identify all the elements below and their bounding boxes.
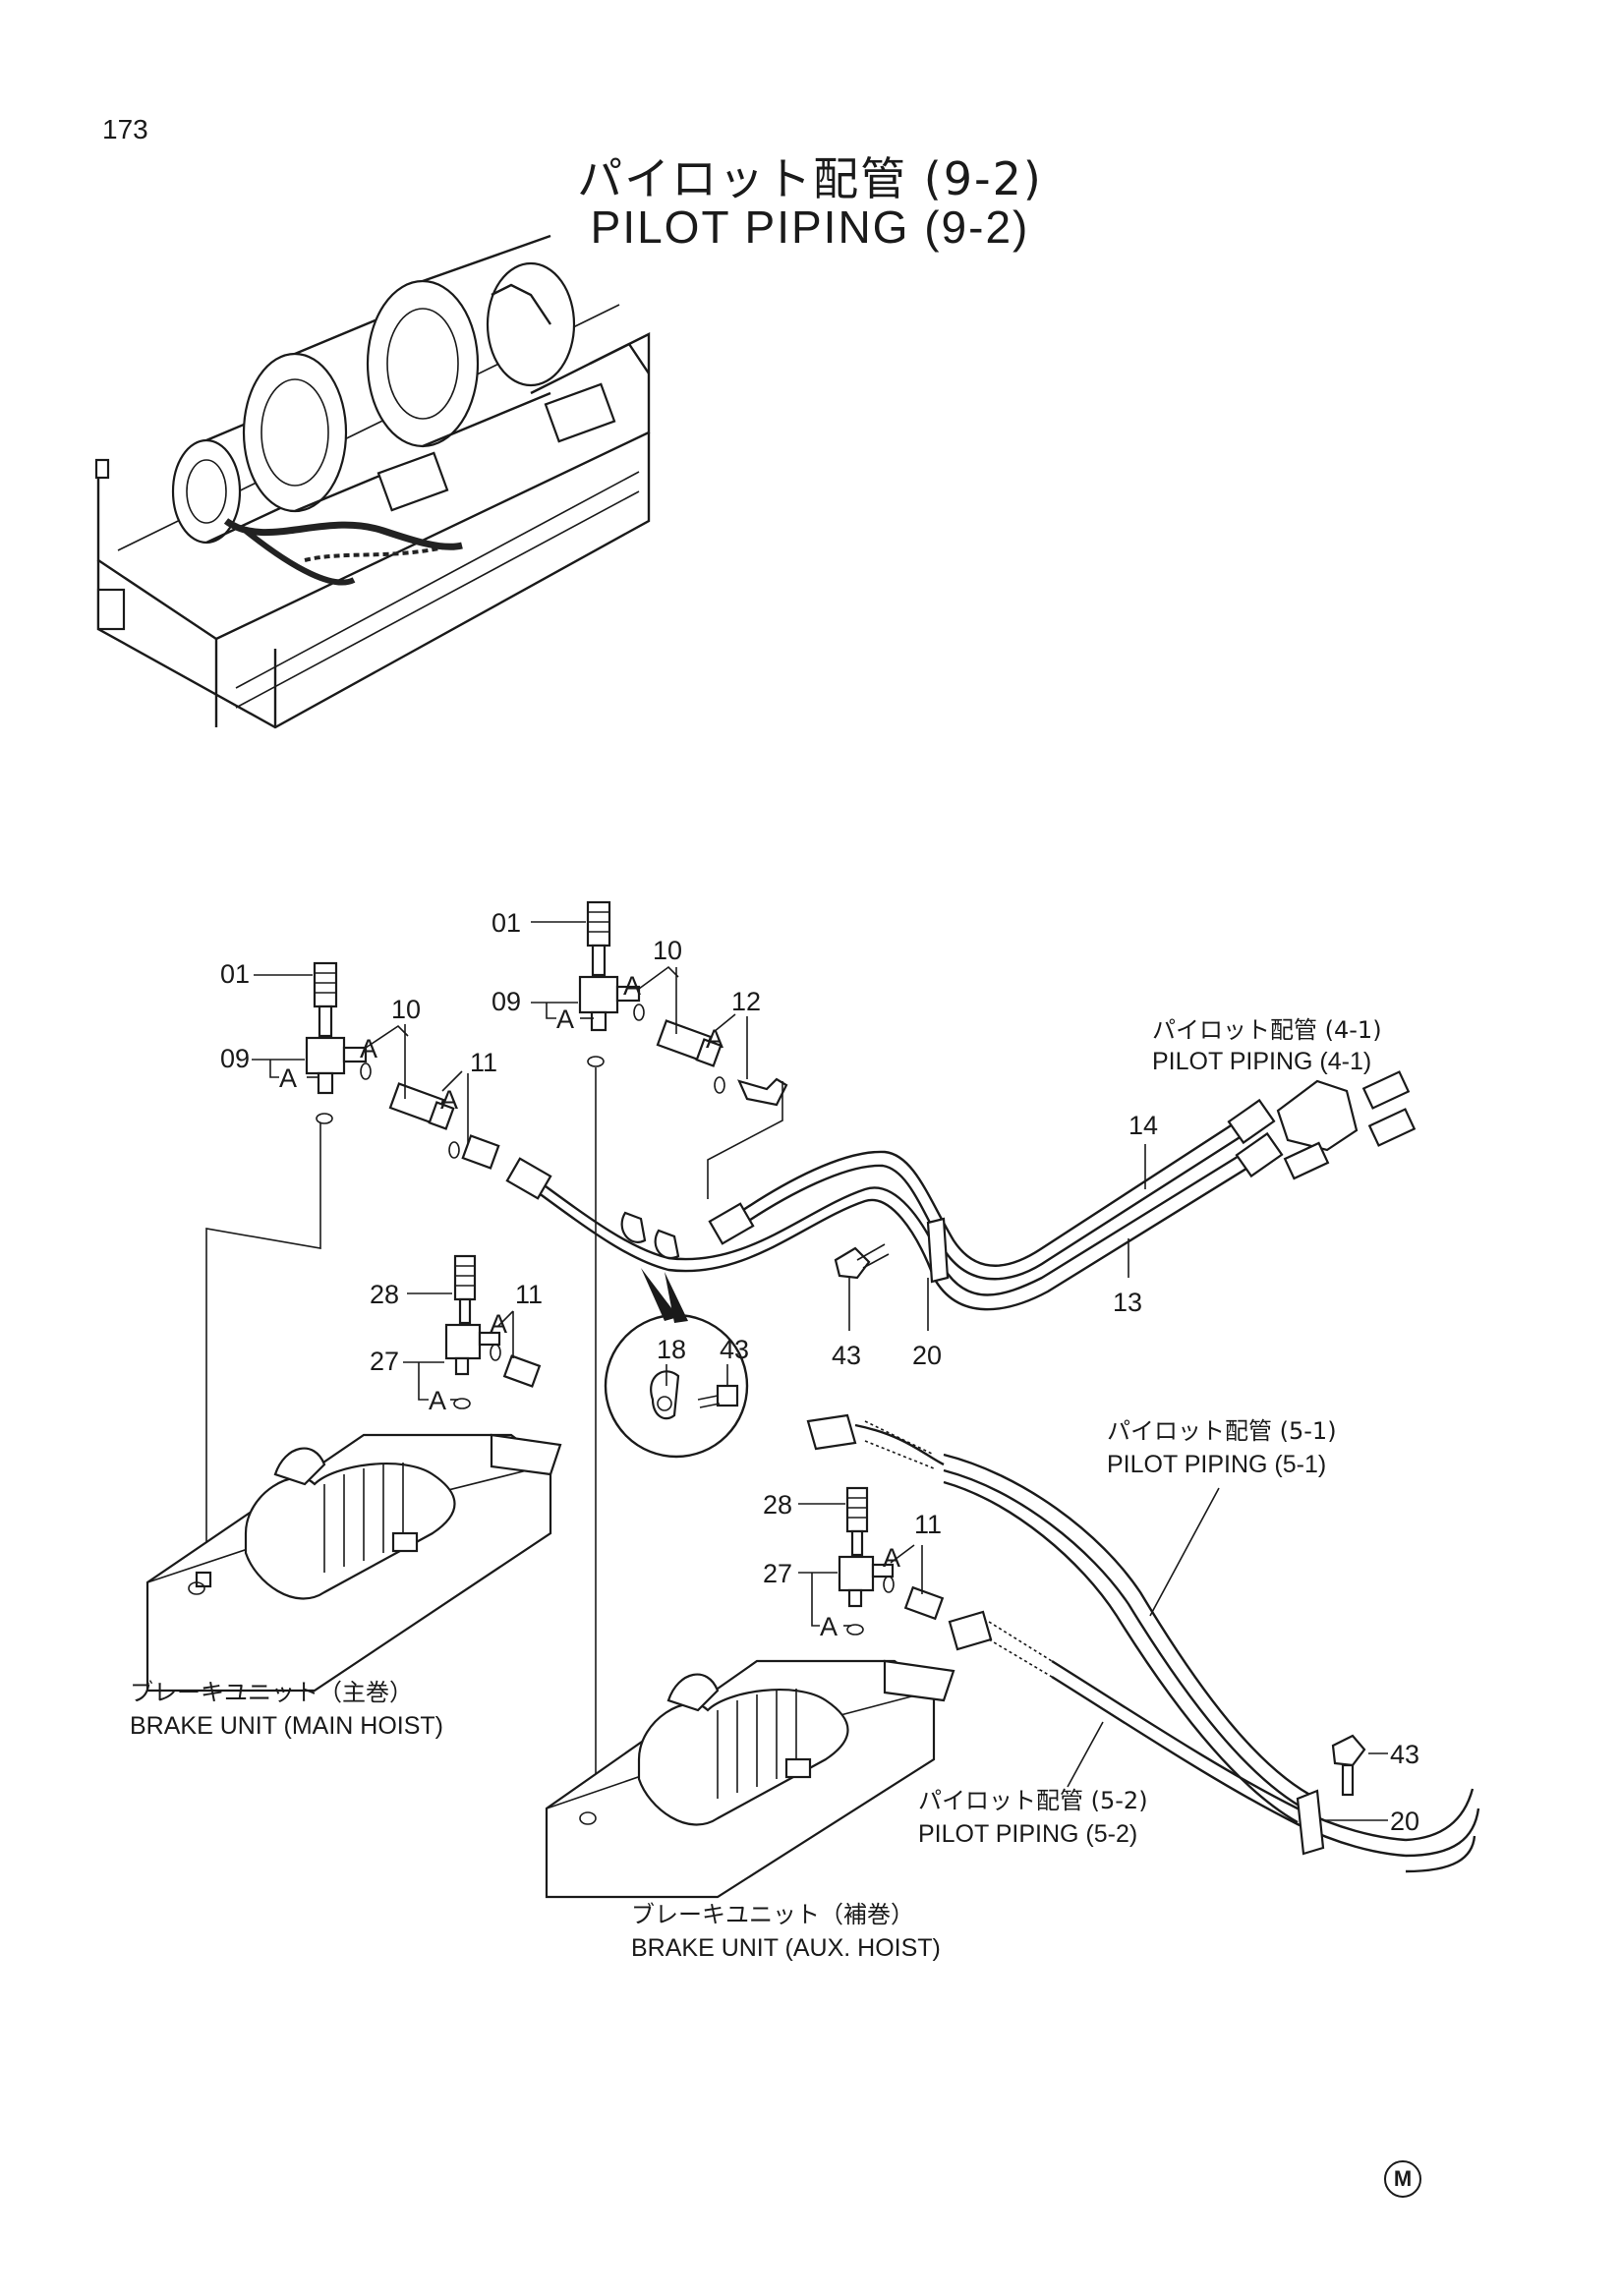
page-number: 173 bbox=[102, 114, 148, 144]
main-hoist-fitting-assembly bbox=[205, 961, 500, 1582]
brake-unit-aux-hoist-jp: ブレーキユニット（補巻） bbox=[631, 1901, 914, 1928]
label-18: 18 bbox=[657, 1335, 686, 1364]
detail-a-mark: A bbox=[706, 1024, 723, 1054]
label-11: 11 bbox=[515, 1280, 543, 1309]
label-20: 20 bbox=[1390, 1807, 1419, 1836]
label-01: 01 bbox=[220, 959, 250, 989]
label-27: 27 bbox=[370, 1347, 399, 1376]
detail-a-mark: A bbox=[623, 971, 641, 1001]
pilot-pipes-13-14 bbox=[505, 1070, 1417, 1323]
label-43: 43 bbox=[1390, 1740, 1419, 1769]
page-title-japanese: パイロット配管 (9-2) bbox=[577, 152, 1043, 205]
reference-captions: パイロット配管 (4-1) PILOT PIPING (4-1) パイロット配管… bbox=[130, 1016, 1382, 1962]
pilot-hoses-5-1-5-2 bbox=[806, 1413, 1480, 1873]
ref-pilot-piping-5-1-jp: パイロット配管 (5-1) bbox=[1107, 1417, 1337, 1445]
label-14: 14 bbox=[1128, 1111, 1158, 1140]
ref-pilot-piping-5-2-jp: パイロット配管 (5-2) bbox=[918, 1787, 1148, 1814]
page-title: PILOT PIPING (9-2) bbox=[590, 201, 1030, 253]
label-27: 27 bbox=[763, 1559, 792, 1588]
winch-overview-illustration bbox=[94, 234, 651, 729]
brake-unit-main-hoist-jp: ブレーキユニット（主巻） bbox=[130, 1679, 413, 1706]
aux-hoist-brake-unit bbox=[545, 1659, 955, 1899]
label-09: 09 bbox=[492, 987, 521, 1016]
main-hoist-brake-unit bbox=[145, 1433, 562, 1693]
label-10: 10 bbox=[653, 936, 682, 965]
label-10: 10 bbox=[391, 995, 421, 1024]
detail-a-marks: A A A A A A A A A A bbox=[279, 971, 900, 1641]
bolt-and-clamp-middle bbox=[834, 1243, 929, 1331]
brake-unit-aux-hoist: BRAKE UNIT (AUX. HOIST) bbox=[631, 1934, 941, 1962]
manufacturer-mark: M bbox=[1384, 2160, 1421, 2198]
brake-unit-main-hoist: BRAKE UNIT (MAIN HOIST) bbox=[130, 1712, 443, 1740]
label-12: 12 bbox=[731, 987, 761, 1016]
detail-a-mark: A bbox=[279, 1063, 297, 1093]
label-01: 01 bbox=[492, 908, 521, 938]
label-43: 43 bbox=[832, 1341, 861, 1370]
detail-a-mark: A bbox=[360, 1034, 377, 1063]
detail-a-mark: A bbox=[883, 1543, 900, 1573]
label-28: 28 bbox=[370, 1280, 399, 1309]
ref-pilot-piping-5-2: PILOT PIPING (5-2) bbox=[918, 1820, 1137, 1848]
part-number-labels: 01 09 10 11 01 09 10 12 14 13 43 20 18 4… bbox=[220, 908, 1419, 1836]
label-13: 13 bbox=[1113, 1288, 1142, 1317]
label-09: 09 bbox=[220, 1044, 250, 1073]
clamp-detail-circle bbox=[604, 1313, 749, 1459]
detail-a-mark: A bbox=[429, 1386, 446, 1415]
ref-pilot-piping-4-1-jp: パイロット配管 (4-1) bbox=[1152, 1016, 1382, 1044]
label-11: 11 bbox=[914, 1510, 942, 1539]
aux-hoist-fitting-assembly bbox=[531, 900, 788, 1818]
detail-a-mark: A bbox=[556, 1004, 574, 1034]
detail-a-mark: A bbox=[490, 1309, 507, 1339]
ref-pilot-piping-5-1: PILOT PIPING (5-1) bbox=[1107, 1451, 1326, 1478]
detail-a-mark: A bbox=[820, 1612, 838, 1641]
detail-a-mark: A bbox=[440, 1085, 458, 1115]
main-brake-fitting-group bbox=[403, 1254, 542, 1409]
ref-pilot-piping-4-1: PILOT PIPING (4-1) bbox=[1152, 1048, 1371, 1075]
label-43: 43 bbox=[720, 1335, 749, 1364]
label-20: 20 bbox=[912, 1341, 942, 1370]
aux-brake-fitting-group bbox=[798, 1486, 945, 1636]
label-11: 11 bbox=[470, 1048, 497, 1077]
label-28: 28 bbox=[763, 1490, 792, 1520]
